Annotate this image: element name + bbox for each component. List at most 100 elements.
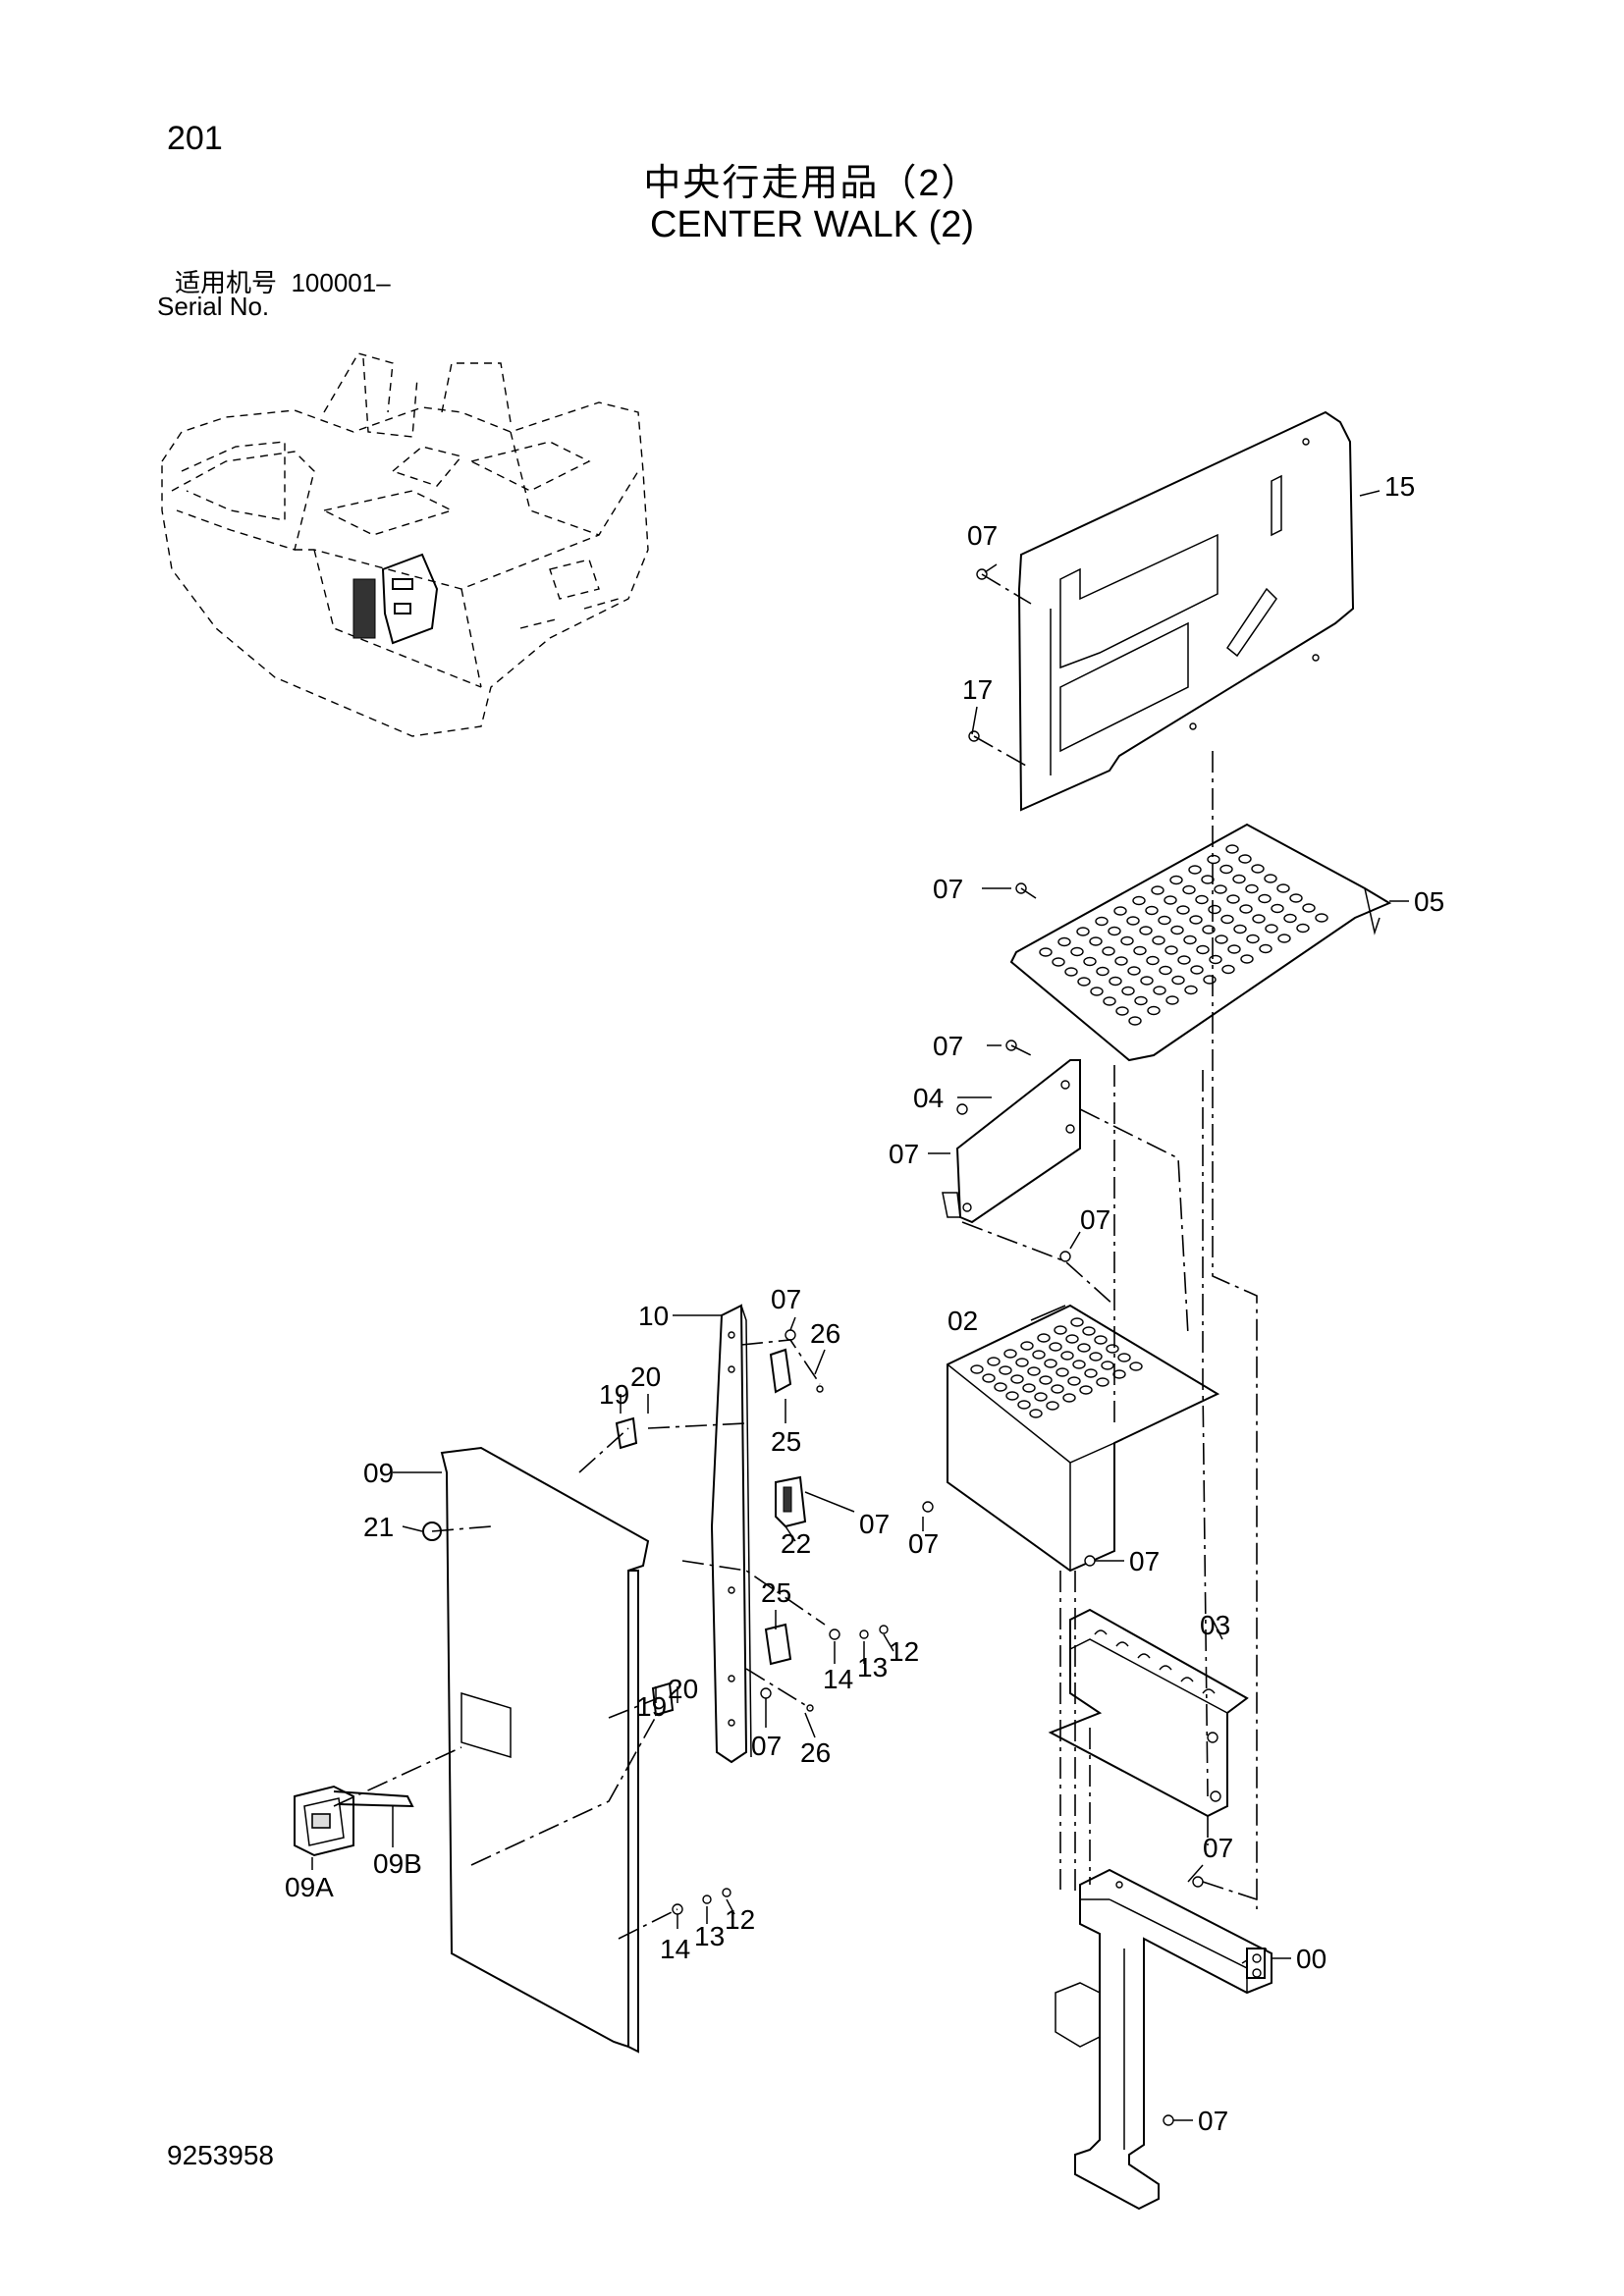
grate-hole (1176, 905, 1190, 915)
grate-hole (1226, 894, 1240, 904)
grate-hole (1051, 1384, 1064, 1394)
grate-hole (1147, 1005, 1161, 1016)
grate-hole (1196, 944, 1210, 955)
callout-14: 14 (660, 1934, 690, 1964)
callout-19: 19 (599, 1379, 629, 1410)
grate-hole (1271, 903, 1284, 914)
bracket-slot (1094, 1629, 1108, 1635)
part-10-vertical-channel (710, 1304, 752, 1764)
grate-hole (1079, 1385, 1093, 1395)
grate-hole (1232, 874, 1246, 884)
grate-hole (1029, 1409, 1043, 1418)
document-code: 9253958 (167, 2140, 275, 2170)
grate-hole (1251, 864, 1265, 874)
grate-hole (1102, 946, 1115, 956)
grate-hole (1158, 915, 1171, 926)
grate-hole (1046, 1401, 1059, 1411)
grate-hole (1265, 924, 1278, 934)
grate-hole (994, 1382, 1007, 1392)
grate-hole (1120, 935, 1134, 946)
machine-overview-illustration (161, 352, 649, 737)
grate-hole (1010, 1374, 1024, 1384)
grate-hole (1276, 883, 1290, 893)
grate-hole (1096, 966, 1110, 977)
bracket-slot (1180, 1677, 1194, 1682)
callout-10: 10 (638, 1301, 669, 1331)
grate-hole (1112, 1369, 1126, 1379)
grate-hole (1067, 1376, 1081, 1386)
grate-hole (1082, 1326, 1096, 1336)
grate-hole (1277, 934, 1291, 943)
grate-hole (1072, 1360, 1086, 1369)
grate-hole (1188, 865, 1202, 875)
grate-hole (1146, 955, 1160, 966)
grate-hole (1039, 947, 1053, 957)
callout-07: 07 (933, 1031, 963, 1061)
callout-07: 07 (1129, 1546, 1160, 1576)
callout-09B: 09B (373, 1848, 422, 1879)
callout-07: 07 (751, 1731, 782, 1761)
grate-hole (1044, 1359, 1057, 1368)
grate-hole (1127, 966, 1141, 976)
grate-hole (1077, 1343, 1091, 1353)
grate-hole (1245, 883, 1259, 894)
grate-hole (1113, 906, 1127, 916)
serial-label-english: Serial No. (157, 292, 270, 321)
callout-07: 07 (1203, 1833, 1233, 1863)
grate-hole (1129, 1362, 1143, 1371)
grate-hole (1083, 956, 1097, 967)
grate-hole (1095, 916, 1109, 927)
grate-hole (1164, 895, 1177, 905)
bracket-slot (1137, 1653, 1151, 1659)
grate-hole (1062, 1393, 1076, 1403)
grate-hole (1183, 934, 1197, 945)
grate-hole (1089, 936, 1103, 946)
serial-value: 100001– (291, 268, 391, 297)
callout-03: 03 (1200, 1610, 1230, 1640)
grate-hole (1221, 964, 1235, 975)
part-09b-handle-rod (333, 1790, 414, 1808)
grate-hole (1153, 986, 1166, 995)
callout-12: 12 (889, 1636, 919, 1667)
grate-hole (970, 1364, 984, 1374)
callout-12: 12 (725, 1904, 755, 1935)
callout-09A: 09A (285, 1872, 334, 1902)
grate-hole (1302, 903, 1316, 913)
grate-hole (1089, 1352, 1103, 1362)
callout-13: 13 (857, 1652, 888, 1682)
small-fittings (422, 1348, 807, 1717)
callout-15: 15 (1384, 471, 1415, 502)
grate-hole (1027, 1366, 1041, 1376)
grate-hole (1106, 1344, 1119, 1354)
grate-hole (999, 1365, 1012, 1375)
grate-hole (1077, 977, 1091, 987)
grate-hole (987, 1357, 1001, 1366)
grate-hole (1171, 975, 1185, 986)
grate-hole (1003, 1349, 1017, 1359)
grate-hole (1022, 1383, 1036, 1393)
grate-hole (1121, 986, 1135, 996)
grate-hole (1152, 935, 1165, 945)
grate-hole (1034, 1392, 1048, 1402)
grate-hole (1133, 945, 1147, 956)
grate-hole (1005, 1391, 1019, 1401)
grate-hole (1201, 875, 1215, 884)
callout-17: 17 (962, 674, 993, 705)
grate-hole (1101, 1361, 1114, 1370)
callout-09: 09 (363, 1458, 394, 1488)
callout-13: 13 (694, 1921, 725, 1951)
grate-hole (1195, 894, 1209, 905)
grate-hole (1208, 904, 1221, 915)
callout-05: 05 (1414, 886, 1444, 917)
callout-26: 26 (810, 1318, 840, 1349)
callout-02: 02 (947, 1306, 978, 1336)
grate-hole (1139, 926, 1153, 935)
grate-hole (1209, 954, 1222, 965)
callout-07: 07 (933, 874, 963, 904)
grate-hole (1015, 1358, 1029, 1367)
grate-hole (1259, 943, 1272, 954)
grate-hole (1184, 985, 1198, 995)
grate-hole (1054, 1325, 1067, 1335)
callout-00: 00 (1296, 1944, 1326, 1974)
callout-07: 07 (1080, 1204, 1110, 1235)
